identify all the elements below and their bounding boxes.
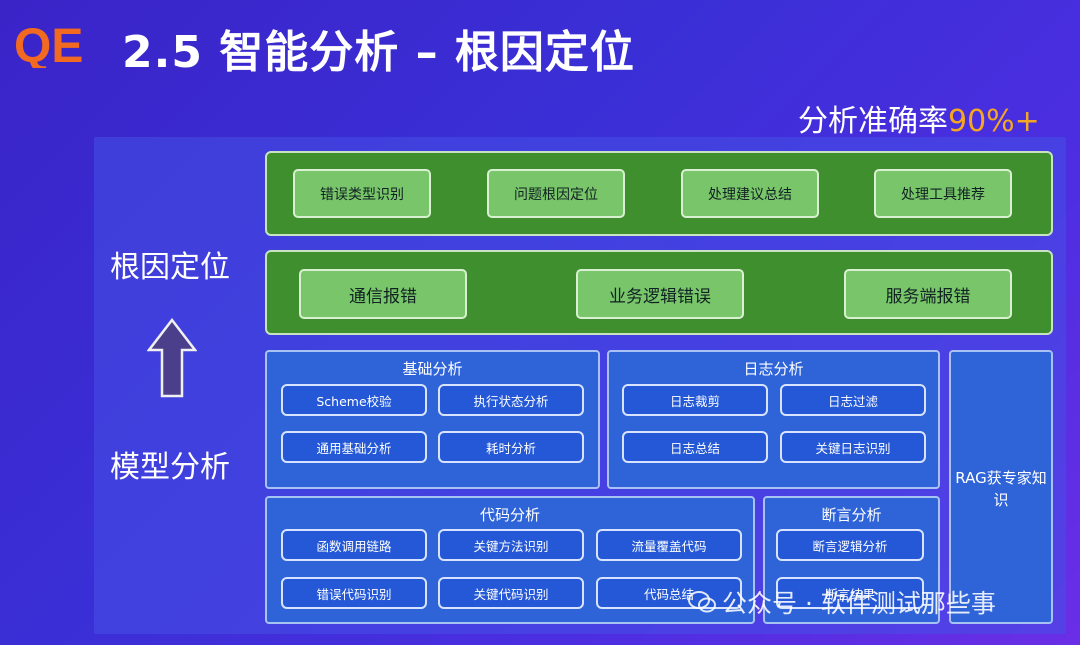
page-title: 2.5 智能分析 – 根因定位 xyxy=(122,27,635,78)
up-arrow-icon xyxy=(147,318,197,398)
basic-analysis-title: 基础分析 xyxy=(402,360,463,378)
time-cost-button[interactable]: 耗时分析 xyxy=(438,431,584,463)
assert-result-button[interactable]: 断言结果 xyxy=(776,577,924,609)
assert-analysis-title: 断言分析 xyxy=(821,506,882,524)
accuracy-value: 90%+ xyxy=(948,104,1040,139)
rag-box: RAG获专家知 识 xyxy=(949,350,1053,624)
scheme-check-button[interactable]: Scheme校验 xyxy=(281,384,427,416)
log-filter-button[interactable]: 日志过滤 xyxy=(780,384,926,416)
code-analysis-title: 代码分析 xyxy=(479,506,540,524)
rag-text-line-2: 识 xyxy=(993,491,1009,509)
log-summary-button[interactable]: 日志总结 xyxy=(622,431,768,463)
side-label-root-cause: 根因定位 xyxy=(110,250,230,285)
basic-analysis-box: 基础分析 Scheme校验 执行状态分析 通用基础分析 耗时分析 xyxy=(265,350,600,489)
root-cause-locate-button[interactable]: 问题根因定位 xyxy=(487,169,625,218)
code-analysis-box: 代码分析 函数调用链路 关键方法识别 流量覆盖代码 错误代码识别 关键代码识别 … xyxy=(265,496,755,624)
business-logic-error-button[interactable]: 业务逻辑错误 xyxy=(576,269,744,319)
accuracy-label: 分析准确率 xyxy=(798,104,948,139)
root-cause-row-2: 通信报错 业务逻辑错误 服务端报错 xyxy=(265,250,1053,335)
exec-status-button[interactable]: 执行状态分析 xyxy=(438,384,584,416)
call-chain-button[interactable]: 函数调用链路 xyxy=(281,529,427,561)
code-summary-button[interactable]: 代码总结 xyxy=(596,577,742,609)
traffic-coverage-button[interactable]: 流量覆盖代码 xyxy=(596,529,742,561)
root-cause-row-1: 错误类型识别 问题根因定位 处理建议总结 处理工具推荐 xyxy=(265,151,1053,236)
key-log-button[interactable]: 关键日志识别 xyxy=(780,431,926,463)
log-analysis-box: 日志分析 日志裁剪 日志过滤 日志总结 关键日志识别 xyxy=(607,350,940,489)
watermark-text: 公众号 · 软件测试那些事 xyxy=(722,589,996,618)
suggestion-summary-button[interactable]: 处理建议总结 xyxy=(681,169,819,218)
svg-text:QE: QE xyxy=(14,20,83,68)
wechat-icon xyxy=(688,591,716,613)
assert-logic-button[interactable]: 断言逻辑分析 xyxy=(776,529,924,561)
tool-recommend-button[interactable]: 处理工具推荐 xyxy=(874,169,1012,218)
communication-error-button[interactable]: 通信报错 xyxy=(299,269,467,319)
general-basic-button[interactable]: 通用基础分析 xyxy=(281,431,427,463)
log-analysis-title: 日志分析 xyxy=(743,360,804,378)
error-type-button[interactable]: 错误类型识别 xyxy=(293,169,431,218)
rag-text-line-1: RAG获专家知 xyxy=(955,469,1047,487)
assert-analysis-box: 断言分析 断言逻辑分析 断言结果 xyxy=(763,496,940,624)
key-code-button[interactable]: 关键代码识别 xyxy=(438,577,584,609)
server-error-button[interactable]: 服务端报错 xyxy=(844,269,1012,319)
error-code-button[interactable]: 错误代码识别 xyxy=(281,577,427,609)
log-trim-button[interactable]: 日志裁剪 xyxy=(622,384,768,416)
qe-logo: QE xyxy=(14,20,83,68)
accuracy-badge: 分析准确率90%+ xyxy=(798,96,1040,140)
rag-text: RAG获专家知 识 xyxy=(951,467,1051,511)
watermark: 公众号 · 软件测试那些事 xyxy=(688,584,996,620)
side-label-model-analysis: 模型分析 xyxy=(110,450,230,485)
key-method-button[interactable]: 关键方法识别 xyxy=(438,529,584,561)
